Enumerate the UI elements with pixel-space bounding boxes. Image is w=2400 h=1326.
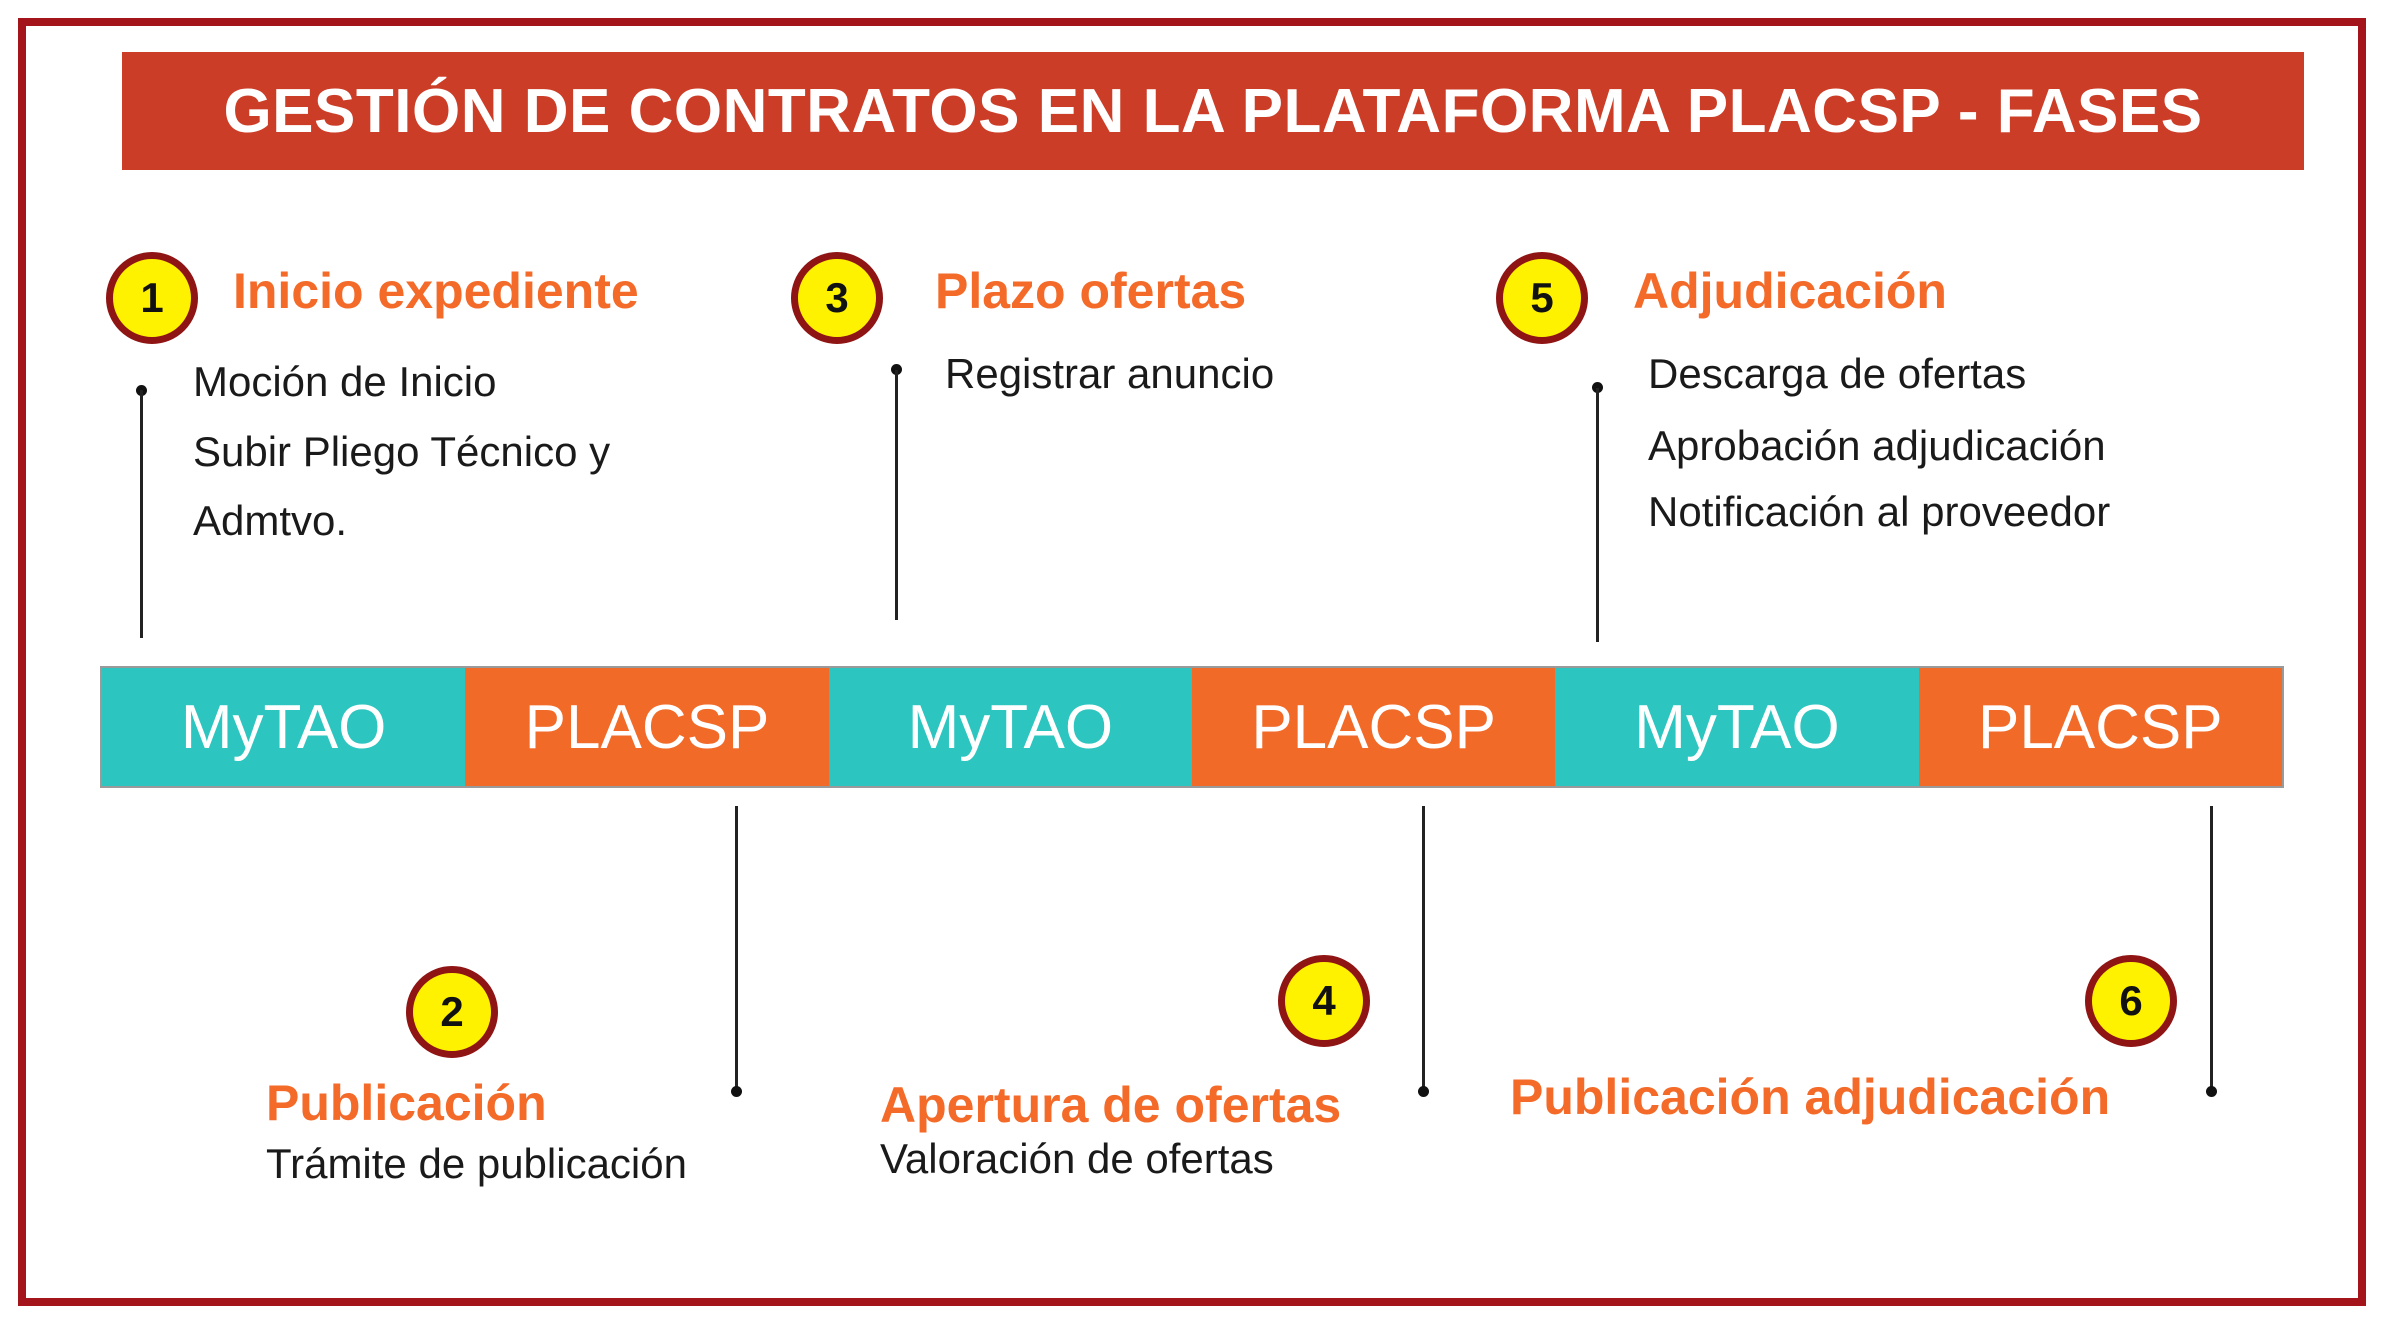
phase-3-badge: 3	[791, 252, 883, 344]
segment-mytao-1: MyTAO	[102, 668, 466, 786]
phase-1-line-2: Subir Pliego Técnico y	[193, 428, 611, 475]
phase-2-connector-dot	[731, 1086, 742, 1097]
phase-1-line-1: Moción de Inicio	[193, 358, 497, 405]
phase-3-connector	[895, 370, 898, 620]
phase-3-line-1: Registrar anuncio	[945, 350, 1275, 397]
phase-5-title: Adjudicación	[1633, 263, 1947, 319]
diagram-title: GESTIÓN DE CONTRATOS EN LA PLATAFORMA PL…	[122, 52, 2304, 170]
phase-2-line-1: Trámite de publicación	[266, 1140, 687, 1187]
diagram-frame	[18, 18, 2366, 1306]
phase-4-badge: 4	[1278, 955, 1370, 1047]
phase-2-connector	[735, 806, 738, 1090]
phase-3-title: Plazo ofertas	[935, 263, 1247, 319]
phase-5-connector-dot	[1592, 382, 1603, 393]
phase-1-line-3: Admtvo.	[193, 497, 348, 544]
phase-4-line-1: Valoración de ofertas	[880, 1135, 1274, 1182]
segment-placsp-1: PLACSP	[465, 668, 829, 786]
timeline-bar: MyTAO PLACSP MyTAO PLACSP MyTAO PLACSP	[100, 666, 2284, 788]
phase-5-line-3: Notificación al proveedor	[1648, 488, 2111, 535]
phase-2-title: Publicación	[266, 1075, 547, 1131]
phase-5-line-1: Descarga de ofertas	[1648, 350, 2027, 397]
segment-placsp-3: PLACSP	[1918, 668, 2282, 786]
segment-placsp-2: PLACSP	[1191, 668, 1556, 786]
phase-4-connector-dot	[1418, 1086, 1429, 1097]
phase-6-title: Publicación adjudicación	[1510, 1069, 2111, 1125]
phase-3-connector-dot	[891, 364, 902, 375]
segment-mytao-2: MyTAO	[828, 668, 1192, 786]
phase-1-title: Inicio expediente	[233, 263, 639, 319]
phase-4-title: Apertura de ofertas	[880, 1077, 1342, 1133]
phase-5-line-2: Aprobación adjudicación	[1648, 422, 2106, 469]
phase-5-badge: 5	[1496, 252, 1588, 344]
phase-1-connector	[140, 390, 143, 638]
phase-4-connector	[1422, 806, 1425, 1090]
phase-6-connector-dot	[2206, 1086, 2217, 1097]
phase-5-connector	[1596, 388, 1599, 642]
phase-6-badge: 6	[2085, 955, 2177, 1047]
segment-mytao-3: MyTAO	[1555, 668, 1919, 786]
phase-2-badge: 2	[406, 966, 498, 1058]
phase-1-badge: 1	[106, 252, 198, 344]
phase-6-connector	[2210, 806, 2213, 1090]
